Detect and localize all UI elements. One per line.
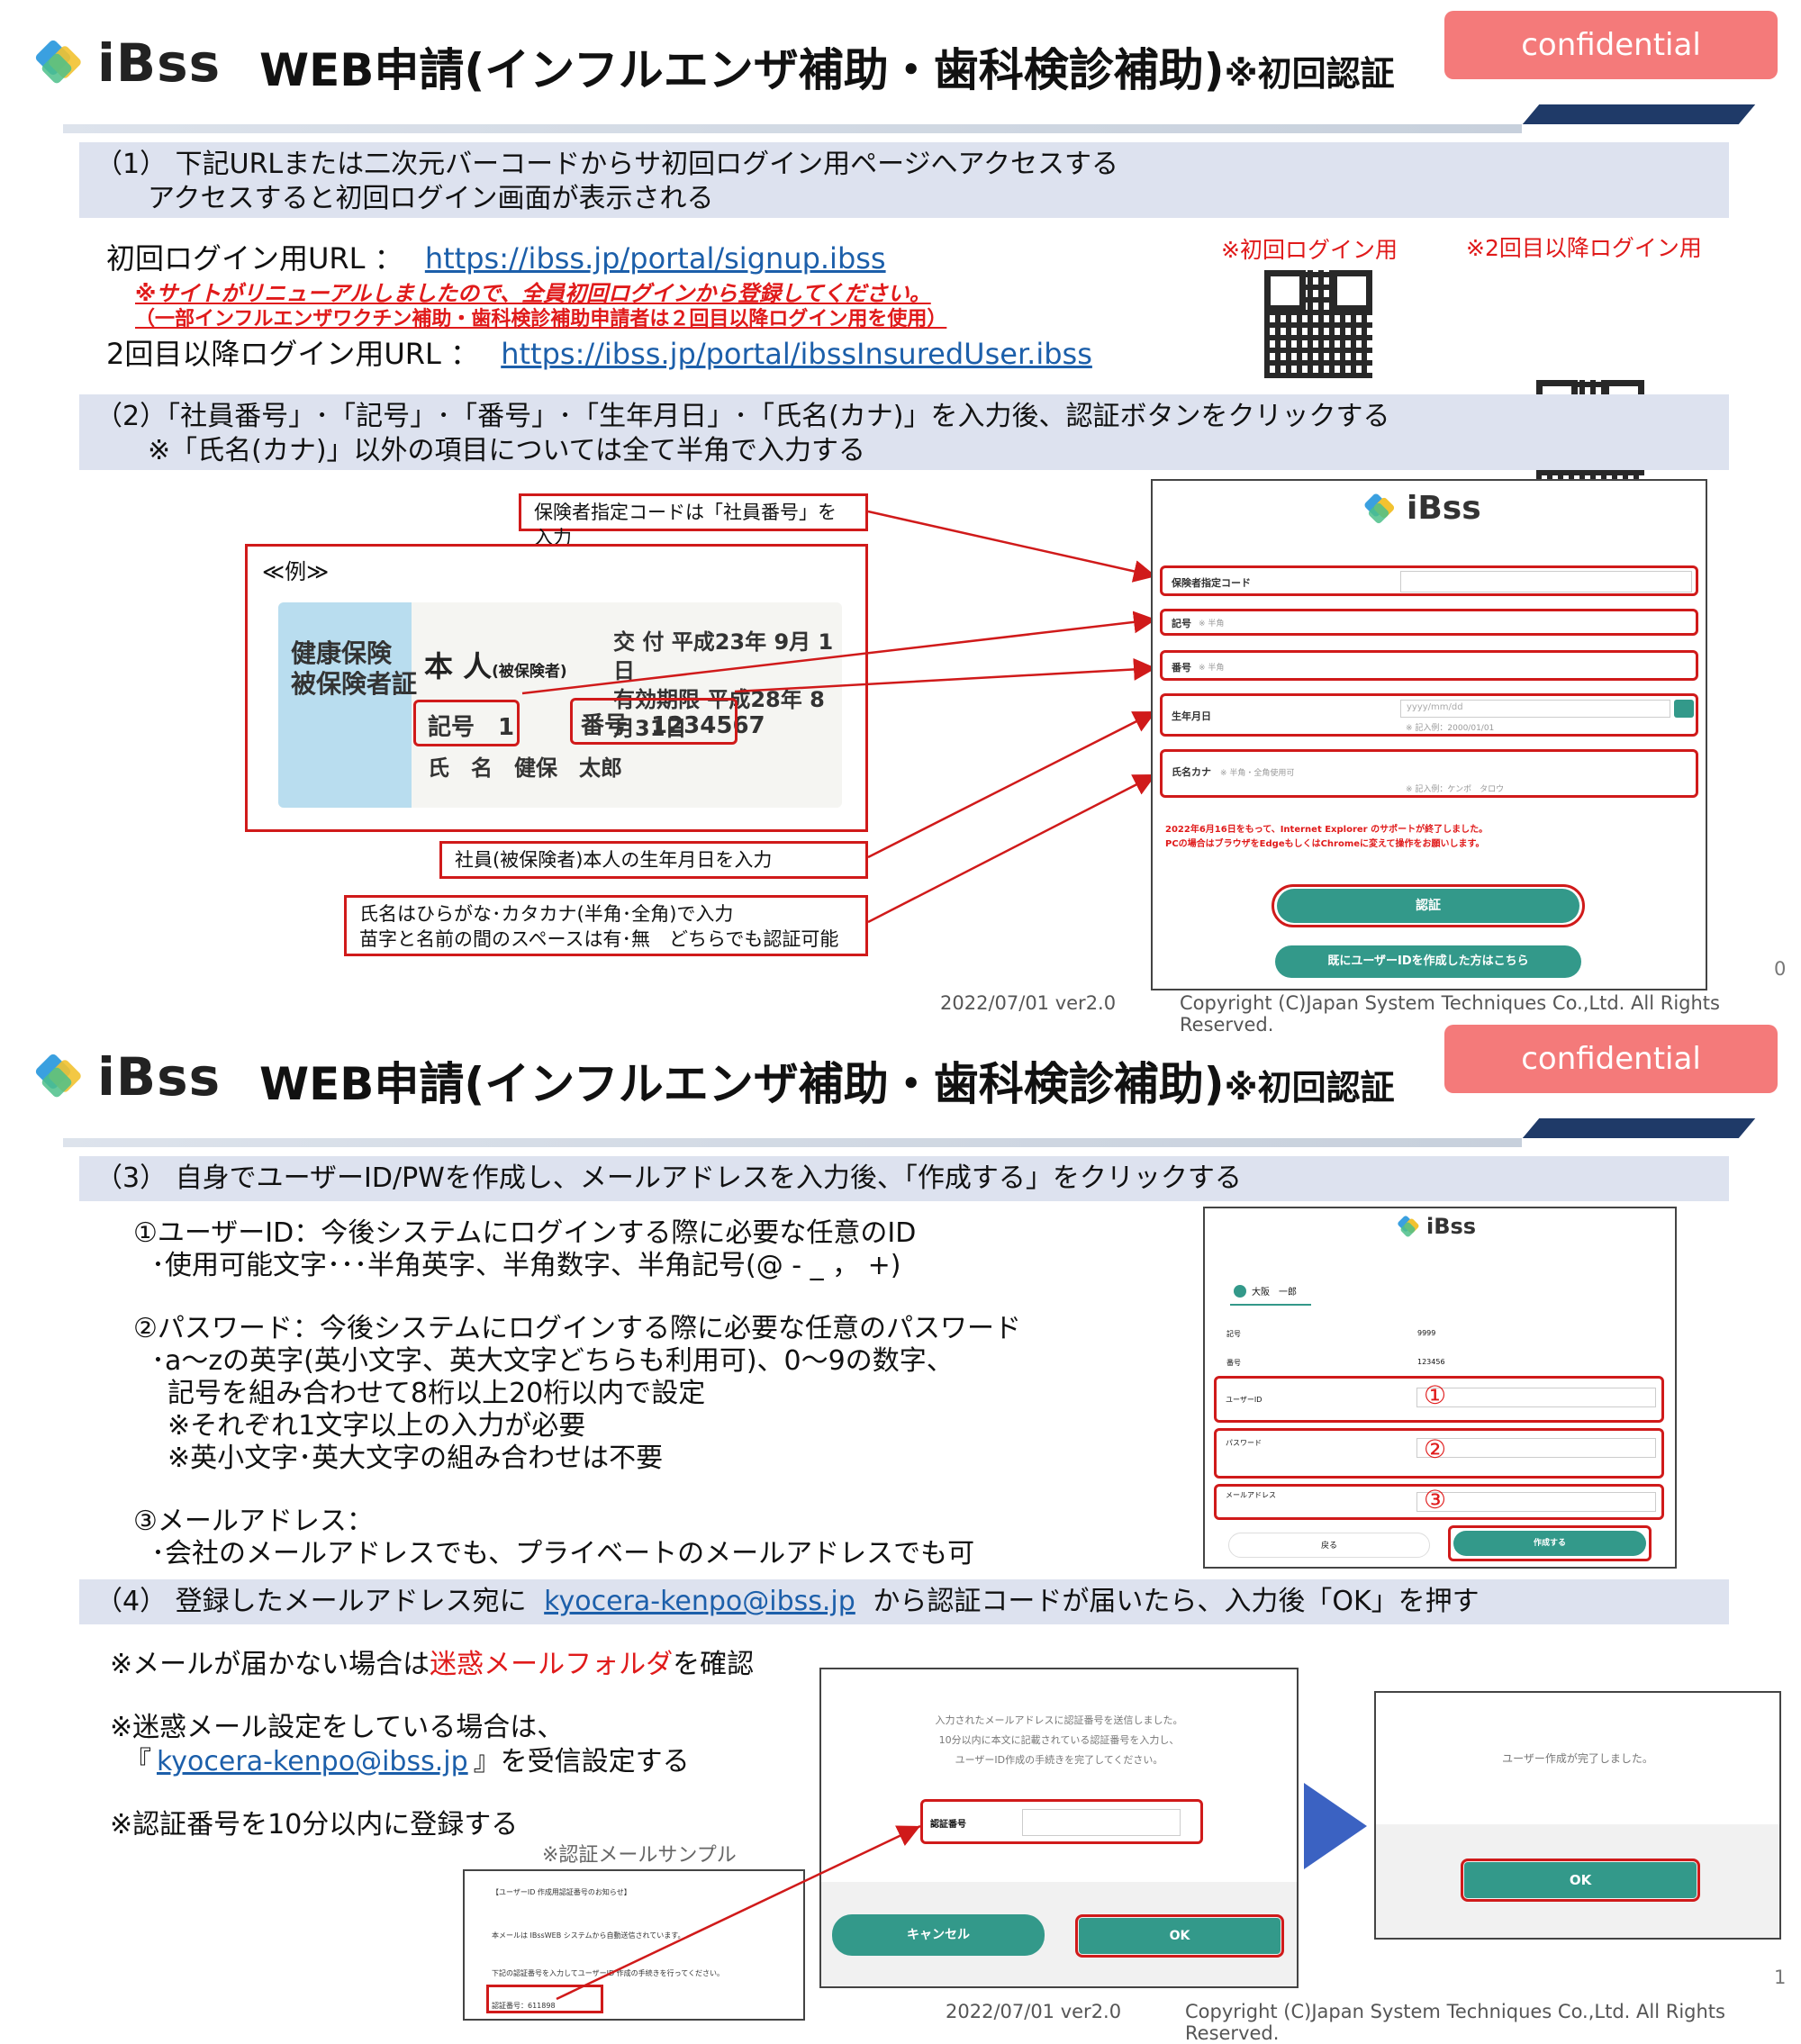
ibss-logo-icon [1396,1214,1421,1239]
version-date: 2022/07/01 ver2.0 [946,2001,1122,2022]
section-4-header: （4） 登録したメールアドレス宛に kyocera-kenpo@ibss.jp … [79,1579,1729,1624]
copyright: Copyright (C)Japan System Techniques Co.… [1185,2001,1725,2044]
user-created-screenshot: ユーザー作成が完了しました。 OK [1374,1691,1781,1940]
callout-name-kana: 氏名はひらがな･カタカナ(半角･全角)で入力 苗字と名前の間のスペースは有･無 … [344,895,868,956]
cancel-button[interactable]: キャンセル [832,1914,1045,1956]
create-user-screenshot: iBss 大阪 一郎 記号 9999 番号 123456 ユーザーID ① パス… [1203,1207,1677,1569]
back-button[interactable]: 戻る [1228,1533,1430,1558]
callout-birthdate: 社員(被保険者)本人の生年月日を入力 [439,841,868,879]
bango-field[interactable]: 番号 ※ 半角 [1160,650,1698,681]
arrows-slide-2 [556,1783,1367,2001]
header-band [63,124,1522,133]
mail-sample-screenshot: 【ユーザーID 作成用認証番号のお知らせ】 本メールは IBssWEB システム… [463,1869,805,2021]
page-number: 1 [1774,1967,1787,1988]
birthdate-field[interactable]: 生年月日 yyyy/mm/dd ※ 記入例：2000/01/01 [1160,693,1698,737]
bango-highlight [570,698,738,745]
url1-row: 初回ログイン用URL ： https://ibss.jp/portal/sign… [106,241,886,276]
kenpo-email-link[interactable]: kyocera-kenpo@ibss.jp [544,1586,855,1617]
section-3-header: （3） 自身でユーザーID/PWを作成し、メールアドレスを入力後、「作成する」を… [79,1156,1729,1201]
callout-insurer-code: 保険者指定コードは「社員番号」を入力 [519,493,868,548]
auth-code-field[interactable]: 認証番号 [920,1799,1203,1844]
arrows-slide-1 [521,510,1157,924]
code-highlight [486,1985,603,2013]
user-name: 大阪 一郎 [1234,1284,1297,1298]
page-title: WEB申請(インフルエンザ補助・歯科検診補助)※初回認証 [259,1058,1395,1110]
kigo-highlight [413,700,520,746]
example-card-frame: ≪例≫ 健康保険 被保険者証 本 人(被保険者) 交 付 平成23年 9月 1日… [245,544,868,832]
ibss-logo: iBss [32,1046,221,1108]
insurer-code-field[interactable]: 保険者指定コード [1160,565,1698,596]
insured-user-url-link[interactable]: https://ibss.jp/portal/ibssInsuredUser.i… [501,337,1092,371]
logo-text: iBss [97,1046,222,1108]
login-screen-screenshot: iBss 保険者指定コード 記号 ※ 半角 番号 ※ 半角 生年月日 yyyy/… [1151,479,1707,990]
user-id-field[interactable]: ユーザーID ① [1214,1376,1664,1423]
card-blue-band [278,602,412,808]
calendar-icon[interactable] [1674,700,1694,718]
section-2-header: （2）「社員番号」･「記号」･「番号」･「生年月日」･「氏名(カナ)」を入力後、… [79,394,1729,470]
qr1-label: ※初回ログイン用 [1221,237,1398,263]
qr2-label: ※2回目以降ログイン用 [1466,235,1702,261]
ibss-logo-icon [32,1051,85,1103]
mail-notes: ※メールが届かない場合は迷惑メールフォルダを確認 ※迷惑メール設定をしている場合… [110,1649,755,1841]
example-label: ≪例≫ [262,559,330,584]
logo-text: iBss [97,32,222,94]
renewal-notice: ※サイトがリニューアルしましたので、全員初回ログインから登録してください。 [135,281,931,306]
kenpo-email-link[interactable]: kyocera-kenpo@ibss.jp [157,1746,468,1777]
name-kana-field[interactable]: 氏名カナ ※ 半角・全角使用可 ※ 記入例：ケンポ タロウ [1160,749,1698,798]
id-password-instructions: ①ユーザーID：今後システムにログインする際に必要な任意のID ･使用可能文字･… [133,1217,1021,1569]
next-step-arrow-icon [1304,1783,1367,1869]
signup-url-link[interactable]: https://ibss.jp/portal/signup.ibss [424,241,886,276]
confidential-badge: confidential [1444,1025,1778,1093]
signup-qr-code[interactable] [1264,270,1372,378]
page-number: 0 [1774,958,1787,980]
confidential-badge: confidential [1444,11,1778,79]
insurance-card: 健康保険 被保険者証 本 人(被保険者) 交 付 平成23年 9月 1日 有効期… [278,602,842,808]
ok-button[interactable]: OK [1079,1918,1281,1954]
password-field[interactable]: パスワード ② [1214,1428,1664,1479]
header-band [63,1138,1522,1147]
kigo-field[interactable]: 記号 ※ 半角 [1160,609,1698,636]
version-date: 2022/07/01 ver2.0 [940,992,1117,1014]
authenticate-button[interactable]: 認証 [1277,889,1579,923]
section-1-header: （1） 下記URLまたは二次元バーコードからサ初回ログイン用ページへアクセスする… [79,142,1729,218]
email-field[interactable]: メールアドレス ③ [1214,1484,1664,1520]
url2-row: 2回目以降ログイン用URL ： https://ibss.jp/portal/i… [106,337,1092,371]
ibss-logo-icon [1362,491,1398,527]
renewal-notice-sub: （一部インフルエンザワクチン補助・歯科検診補助申請者は２回目以降ログイン用を使用… [135,308,947,330]
ok-button[interactable]: OK [1464,1862,1697,1898]
copyright: Copyright (C)Japan System Techniques Co.… [1180,992,1720,1036]
ie-warning: 2022年6月16日をもって、Internet Explorer のサポートが終… [1165,825,1489,849]
header-band-accent [1522,1118,1756,1138]
existing-user-button[interactable]: 既にユーザーIDを作成した方はこちら [1275,945,1581,978]
user-icon [1234,1284,1246,1298]
page-title: WEB申請(インフルエンザ補助・歯科検診補助)※初回認証 [259,44,1395,96]
mail-sample-label: ※認証メールサンプル [542,1844,737,1867]
ibss-logo: iBss [32,32,221,94]
create-button[interactable]: 作成する [1453,1531,1646,1556]
